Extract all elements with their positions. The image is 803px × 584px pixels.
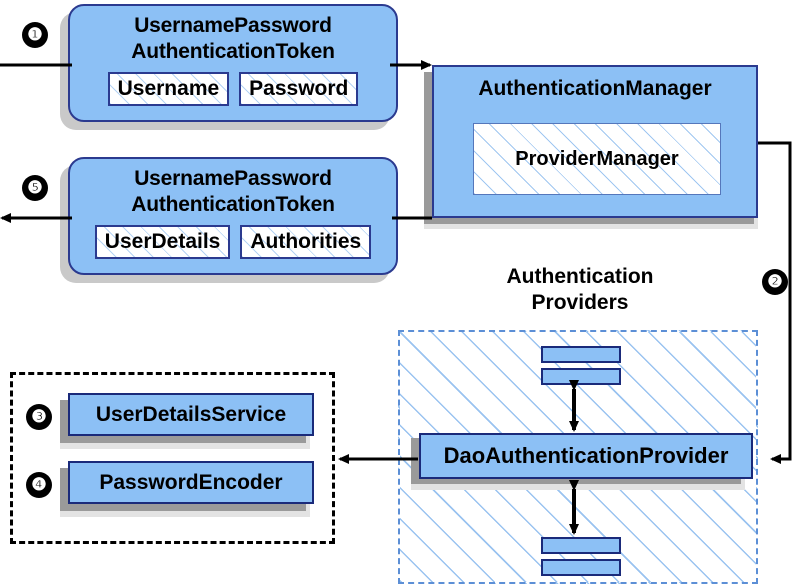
request-token-title-line2: AuthenticationToken: [131, 40, 335, 63]
request-token-title: UsernamePassword AuthenticationToken: [70, 6, 396, 65]
field-userdetails: UserDetails: [94, 225, 231, 259]
authentication-manager-box: AuthenticationManager ProviderManager: [432, 65, 758, 218]
step-1-bullet: ❶: [22, 22, 48, 48]
step-4-bullet: ❹: [26, 472, 52, 498]
response-token-fields: UserDetails Authorities: [70, 225, 396, 259]
request-token-box: UsernamePassword AuthenticationToken Use…: [68, 4, 398, 122]
request-token-title-line1: UsernamePassword: [134, 14, 332, 37]
step-2-bullet: ❷: [762, 269, 788, 295]
password-encoder-box: PasswordEncoder: [68, 461, 314, 504]
provider-stub-bottom-2: [541, 559, 621, 576]
response-token-title: UsernamePassword AuthenticationToken: [70, 159, 396, 218]
step-5-bullet: ❺: [22, 175, 48, 201]
dao-authentication-provider-box: DaoAuthenticationProvider: [419, 433, 753, 479]
provider-stub-bottom-1: [541, 537, 621, 554]
authentication-providers-label-line2: Providers: [531, 291, 629, 314]
field-authorities: Authorities: [240, 225, 372, 259]
authentication-manager-title: AuthenticationManager: [478, 77, 712, 100]
provider-stub-top-1: [541, 346, 621, 363]
response-token-title-line2: AuthenticationToken: [131, 193, 335, 216]
response-token-box: UsernamePassword AuthenticationToken Use…: [68, 157, 398, 275]
field-password: Password: [239, 72, 359, 106]
request-token-fields: Username Password: [70, 72, 396, 106]
authentication-providers-label: Authentication Providers: [468, 264, 692, 316]
step-3-bullet: ❸: [26, 404, 52, 430]
user-details-service-box: UserDetailsService: [68, 393, 314, 436]
provider-manager-box: ProviderManager: [473, 123, 721, 195]
field-username: Username: [107, 72, 230, 106]
provider-stub-top-2: [541, 368, 621, 385]
line-manager-to-provider: [758, 141, 792, 464]
authentication-providers-label-line1: Authentication: [506, 265, 654, 288]
response-token-title-line1: UsernamePassword: [134, 167, 332, 190]
